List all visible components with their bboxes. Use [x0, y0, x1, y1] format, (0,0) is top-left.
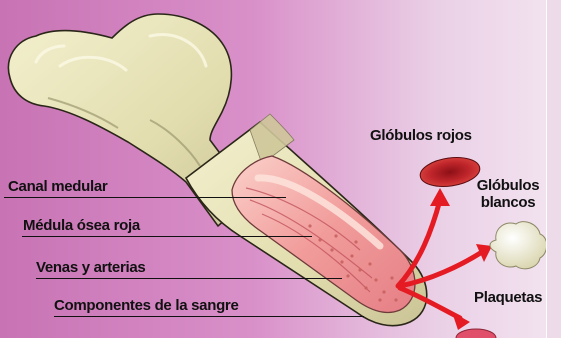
white-blood-cell [490, 222, 547, 269]
label-canal-medular: Canal medular [8, 179, 107, 194]
label-componentes-sangre: Componentes de la sangre [54, 298, 239, 313]
label-globulos-blancos-line1: Glóbulos [476, 178, 540, 195]
side-panel [546, 0, 561, 338]
leader-medula-osea-roja [22, 236, 312, 237]
label-globulos-blancos-line2: blancos [476, 195, 540, 212]
label-globulos-blancos: Glóbulos blancos [476, 178, 540, 211]
leader-venas-arterias [36, 278, 342, 279]
label-medula-osea-roja: Médula ósea roja [23, 218, 140, 233]
label-venas-arterias: Venas y arterias [36, 260, 145, 275]
red-blood-cell [418, 154, 481, 190]
label-plaquetas: Plaquetas [474, 290, 542, 305]
platelet [456, 329, 496, 338]
leader-canal-medular [4, 197, 286, 198]
label-globulos-rojos: Glóbulos rojos [370, 128, 472, 143]
leader-componentes-sangre [54, 316, 364, 317]
